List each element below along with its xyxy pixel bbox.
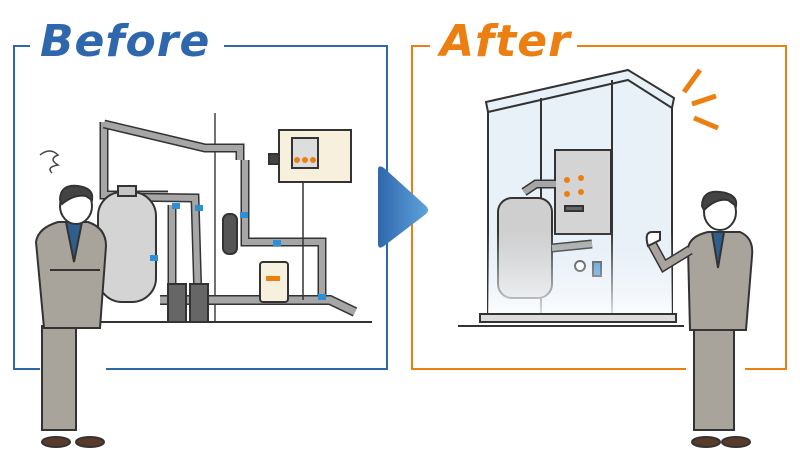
worry-squiggle-icon xyxy=(39,150,61,174)
arrow-right-icon xyxy=(378,166,428,248)
before-equipment xyxy=(97,113,372,323)
after-title: After xyxy=(434,20,577,64)
sparkle-icon xyxy=(681,68,719,131)
packaged-unit xyxy=(458,68,684,327)
before-title: Before xyxy=(34,20,217,64)
worried-businessman xyxy=(34,150,108,448)
happy-businessman xyxy=(645,190,754,448)
